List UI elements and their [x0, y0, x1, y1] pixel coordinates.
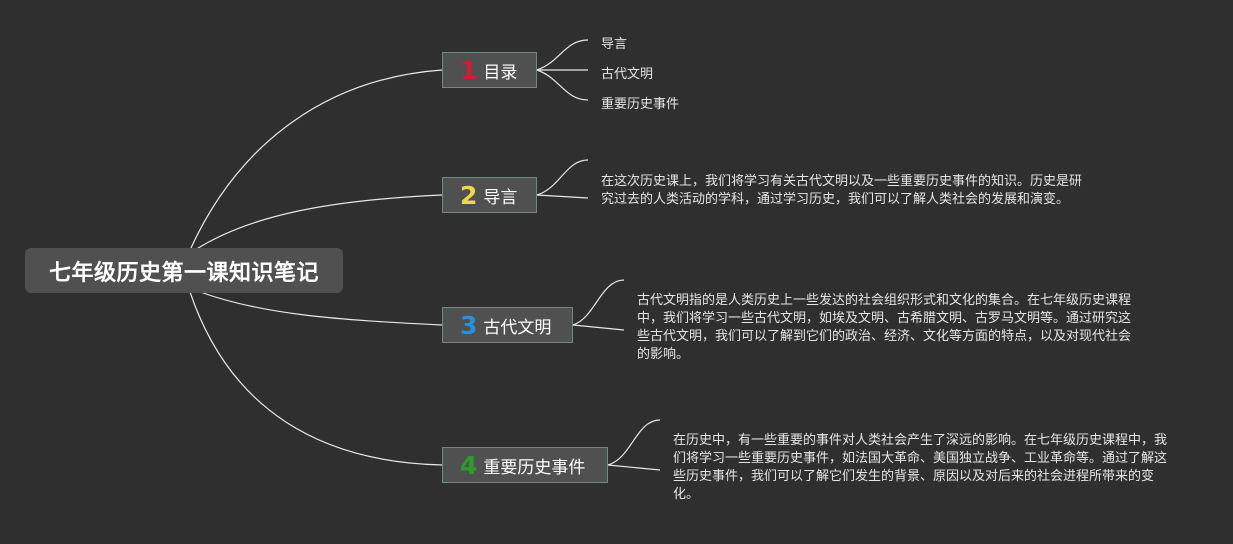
topic-number-1: 1	[460, 55, 478, 85]
subtopic-ancient-civilizations[interactable]: 古代文明	[601, 67, 654, 82]
connector-root-topic-1	[189, 69, 443, 251]
connector-topic-3-child-tail	[572, 324, 625, 331]
connector-topic-1-child-3	[536, 69, 589, 101]
topic-ancient-civilizations[interactable]: 3 古代文明	[442, 307, 573, 343]
topic-number-3: 3	[460, 310, 478, 340]
topic-label: 目录	[483, 62, 518, 83]
topic-contents[interactable]: 1 目录	[442, 52, 537, 88]
ancient-civilizations-note[interactable]: 古代文明指的是人类历史上一些发达的社会组织形式和文化的集合。在七年级历史课程中，…	[637, 293, 1132, 362]
subtopic-important-events[interactable]: 重要历史事件	[601, 97, 680, 112]
central-topic-title: 七年级历史第一课知识笔记	[48, 260, 319, 286]
central-topic[interactable]: 七年级历史第一课知识笔记	[25, 248, 343, 293]
connector-root-topic-3	[194, 289, 443, 326]
topic-label: 重要历史事件	[483, 457, 586, 478]
topic-label: 古代文明	[483, 317, 552, 338]
connector-topic-1-child-1	[536, 39, 589, 71]
connector-root-topic-4	[189, 291, 443, 466]
topic-introduction[interactable]: 2 导言	[442, 177, 537, 213]
connector-topic-4-child-tail	[607, 464, 661, 471]
topic-number-2: 2	[460, 180, 478, 210]
connector-topic-2-child	[536, 159, 589, 196]
connector-root-topic-2	[194, 194, 443, 251]
topic-number-4: 4	[460, 450, 478, 480]
connector-topic-4-child	[607, 419, 661, 466]
important-events-note[interactable]: 在历史中，有一些重要的事件对人类社会产生了深远的影响。在七年级历史课程中，我们将…	[673, 433, 1168, 502]
connector-topic-2-child-tail	[536, 194, 589, 199]
introduction-note[interactable]: 在这次历史课上，我们将学习有关古代文明以及一些重要历史事件的知识。历史是研究过去…	[601, 174, 1083, 207]
topic-label: 导言	[483, 187, 518, 208]
connector-topic-3-child	[572, 279, 625, 326]
topic-important-events[interactable]: 4 重要历史事件	[442, 447, 608, 483]
subtopic-introduction[interactable]: 导言	[601, 37, 628, 52]
